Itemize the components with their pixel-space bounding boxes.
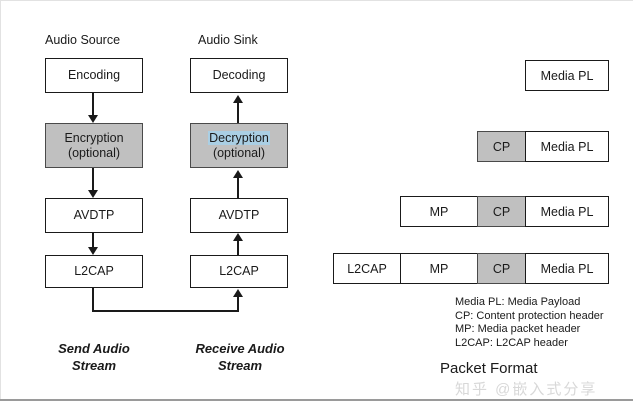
connector-cross-down <box>92 288 94 312</box>
box-encryption[interactable]: Encryption (optional) <box>45 123 143 168</box>
box-encryption-sublabel: (optional) <box>67 145 121 160</box>
packet-cell-mp-4[interactable]: MP <box>400 253 478 284</box>
packet-cell-media-pl-1[interactable]: Media PL <box>525 60 609 91</box>
box-avdtp-source[interactable]: AVDTP <box>45 198 143 233</box>
send-audio-stream-line1: Send Audio <box>58 341 130 356</box>
receive-audio-stream-label: Receive Audio Stream <box>180 340 300 374</box>
box-decoding-label: Decoding <box>212 68 266 82</box>
packet-row-2: CP Media PL <box>477 131 609 162</box>
watermark: 知乎 @嵌入式分享 <box>455 381 598 398</box>
connector-avdtp-l2cap-source <box>92 233 94 251</box>
page-frame-left <box>0 0 1 399</box>
page-frame-top <box>0 0 633 1</box>
page-frame-bottom <box>0 399 633 401</box>
connector-cross-up <box>237 296 239 312</box>
connector-cross-horizontal <box>92 310 239 312</box>
send-audio-stream-label: Send Audio Stream <box>45 340 143 374</box>
packet-cell-mp-3[interactable]: MP <box>400 196 478 227</box>
arrowhead-decryption-decoding <box>233 95 243 103</box>
arrowhead-encryption-avdtp <box>88 190 98 198</box>
box-decoding[interactable]: Decoding <box>190 58 288 93</box>
connector-avdtp-decryption <box>237 176 239 198</box>
packet-cell-cp-3[interactable]: CP <box>477 196 526 227</box>
legend-line-l2cap: L2CAP: L2CAP header <box>455 336 568 349</box>
packet-cell-media-pl-2[interactable]: Media PL <box>525 131 609 162</box>
packet-cell-cp-4[interactable]: CP <box>477 253 526 284</box>
connector-encryption-avdtp <box>92 168 94 193</box>
box-encoding[interactable]: Encoding <box>45 58 143 93</box>
connector-l2cap-avdtp-sink <box>237 240 239 255</box>
box-decryption-label: Decryption <box>208 130 270 146</box>
box-decryption-label-text: Decryption <box>208 130 270 145</box>
receive-audio-stream-line2: Stream <box>217 358 263 373</box>
receive-audio-stream-line1: Receive Audio <box>195 341 285 356</box>
audio-sink-title: Audio Sink <box>198 33 258 47</box>
arrowhead-avdtp-decryption <box>233 170 243 178</box>
packet-row-4: L2CAP MP CP Media PL <box>333 253 609 284</box>
legend-line-mp: MP: Media packet header <box>455 323 581 335</box>
packet-row-1: Media PL <box>525 60 609 91</box>
packet-legend: Media PL: Media Payload CP: Content prot… <box>455 296 604 350</box>
box-decryption-sublabel: (optional) <box>212 145 266 160</box>
legend-line-cp: CP: Content protection header <box>455 309 604 322</box>
arrowhead-l2cap-avdtp-sink <box>233 233 243 241</box>
box-decryption[interactable]: Decryption (optional) <box>190 123 288 168</box>
box-encryption-label: Encryption <box>64 130 124 145</box>
packet-cell-media-pl-3[interactable]: Media PL <box>525 196 609 227</box>
packet-row-3: MP CP Media PL <box>400 196 609 227</box>
packet-format-title: Packet Format <box>440 360 538 377</box>
page-frame-bottom-fill <box>0 401 633 406</box>
box-avdtp-sink-label: AVDTP <box>218 208 260 222</box>
legend-line-media-pl: Media PL: Media Payload <box>455 296 581 308</box>
arrowhead-cross-sink <box>233 289 243 297</box>
box-l2cap-source[interactable]: L2CAP <box>45 255 143 288</box>
box-l2cap-sink[interactable]: L2CAP <box>190 255 288 288</box>
send-audio-stream-line2: Stream <box>71 358 117 373</box>
box-l2cap-source-label: L2CAP <box>74 264 114 278</box>
connector-decryption-decoding <box>237 101 239 123</box>
box-encoding-label: Encoding <box>67 68 121 82</box>
box-l2cap-sink-label: L2CAP <box>219 264 259 278</box>
audio-source-title: Audio Source <box>45 33 121 47</box>
connector-encoding-encryption <box>92 93 94 118</box>
packet-cell-media-pl-4[interactable]: Media PL <box>525 253 609 284</box>
box-avdtp-sink[interactable]: AVDTP <box>190 198 288 233</box>
arrowhead-encoding-encryption <box>88 115 98 123</box>
packet-cell-cp-2[interactable]: CP <box>477 131 526 162</box>
box-avdtp-source-label: AVDTP <box>73 208 115 222</box>
arrowhead-avdtp-l2cap-source <box>88 247 98 255</box>
packet-cell-l2cap-4[interactable]: L2CAP <box>333 253 401 284</box>
